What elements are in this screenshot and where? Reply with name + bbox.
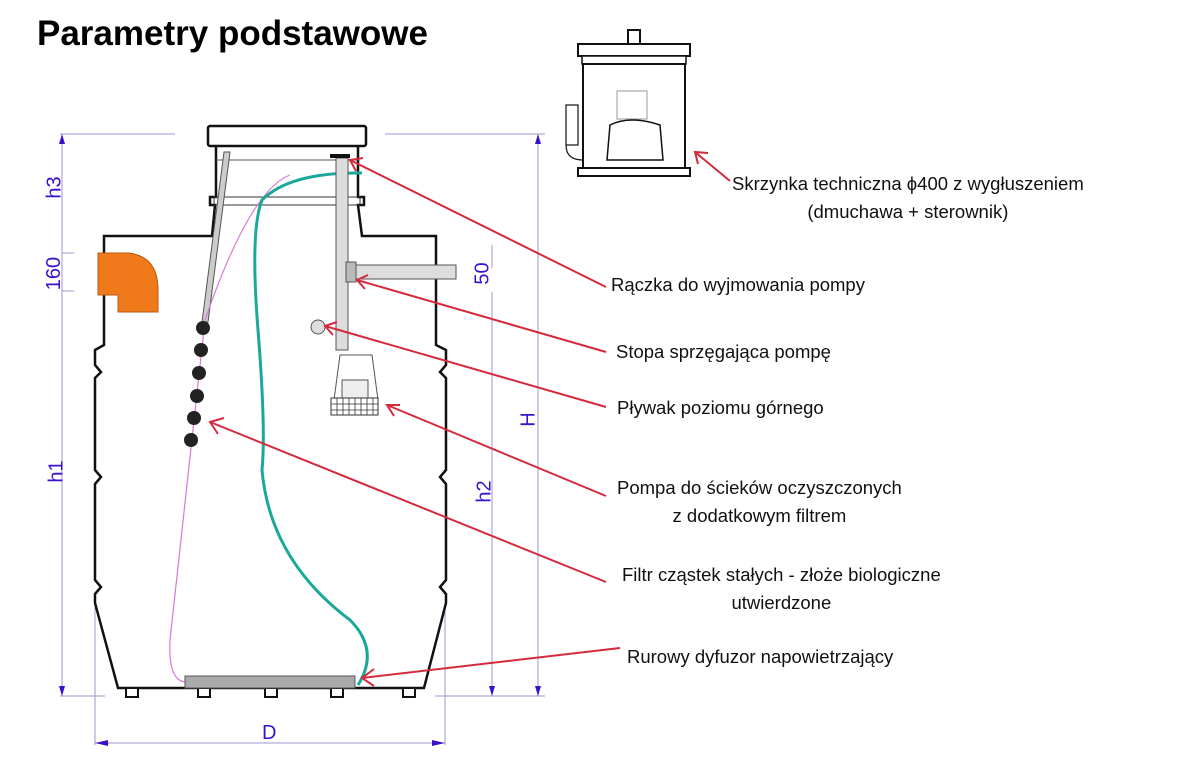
label-filter: Filtr cząstek stałych - złoże biologiczn… xyxy=(622,561,941,617)
diffuser xyxy=(184,675,356,689)
tank-legs xyxy=(125,687,416,698)
lid xyxy=(206,124,368,148)
filter-pipe xyxy=(201,151,231,323)
dimension-lines xyxy=(60,133,545,745)
air-hose xyxy=(253,171,369,686)
dim-H: H xyxy=(517,412,540,427)
label-technical-box: Skrzynka techniczna ϕ400 z wygłuszeniem … xyxy=(732,170,1084,226)
label-handle: Rączka do wyjmowania pompy xyxy=(611,274,865,295)
label-line: Pompa do ścieków oczyszczonych xyxy=(617,477,902,498)
label-pump: Pompa do ścieków oczyszczonych z dodatko… xyxy=(617,474,902,530)
dim-160: 160 xyxy=(43,256,66,291)
callout-arrows xyxy=(208,150,731,687)
label-line: utwierdzone xyxy=(731,592,832,613)
biofilter-balls xyxy=(184,321,210,447)
dim-h2: h2 xyxy=(473,480,496,503)
inlet-elbow xyxy=(97,252,159,313)
label-line: Filtr cząstek stałych - złoże biologiczn… xyxy=(622,564,941,585)
dim-h1: h1 xyxy=(45,460,68,483)
dimension-arrowheads xyxy=(59,134,541,746)
dim-50: 50 xyxy=(471,262,494,285)
label-diffuser: Rurowy dyfuzor napowietrzający xyxy=(627,646,894,667)
dim-h3: h3 xyxy=(43,176,66,199)
technical-box xyxy=(565,29,691,177)
dim-D: D xyxy=(262,722,277,744)
page-title: Parametry podstawowe xyxy=(37,14,428,53)
pink-cable xyxy=(169,174,291,683)
pump-filter xyxy=(330,397,379,416)
tank-outline xyxy=(93,143,448,690)
float xyxy=(310,319,326,335)
label-line: Skrzynka techniczna ϕ400 z wygłuszeniem xyxy=(732,173,1084,194)
pump-rail xyxy=(335,157,349,351)
label-line: (dmuchawa + sterownik) xyxy=(807,201,1009,222)
label-line: z dodatkowym filtrem xyxy=(672,505,847,526)
label-foot: Stopa sprzęgająca pompę xyxy=(616,341,831,362)
label-float: Pływak poziomu górnego xyxy=(617,397,824,418)
